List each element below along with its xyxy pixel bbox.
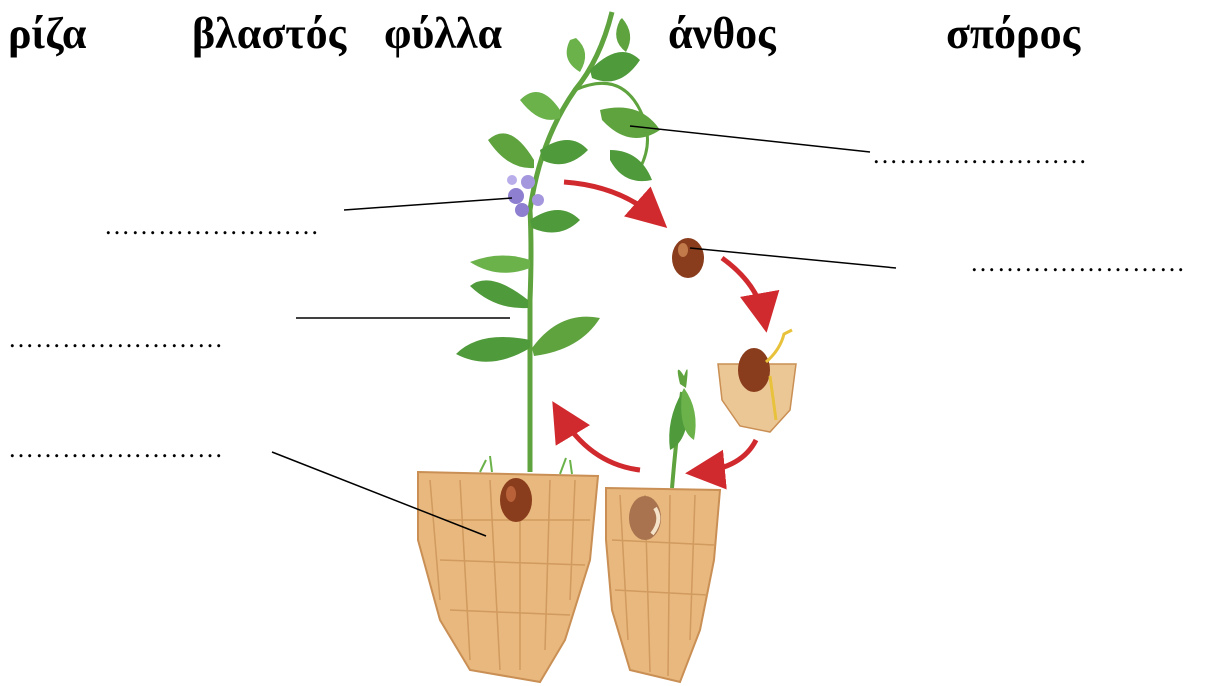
bean-seed — [672, 238, 704, 278]
leader-line-seed — [690, 248, 896, 268]
soil-block-mature-plant — [418, 472, 598, 682]
germinating-seed — [718, 330, 796, 432]
blank-stem[interactable]: …………………… — [8, 326, 224, 352]
blank-leaves[interactable]: …………………… — [872, 142, 1088, 168]
mature-plant — [456, 12, 660, 474]
blank-flower[interactable]: …………………… — [104, 213, 320, 239]
leader-line-leaves — [630, 126, 870, 152]
blank-seed[interactable]: …………………… — [970, 250, 1186, 276]
seedling-plant — [669, 369, 695, 488]
soil-block-seedling — [606, 488, 720, 682]
flower-cluster — [507, 175, 544, 217]
blank-root[interactable]: …………………… — [8, 436, 224, 462]
leader-line-flower — [344, 198, 512, 210]
